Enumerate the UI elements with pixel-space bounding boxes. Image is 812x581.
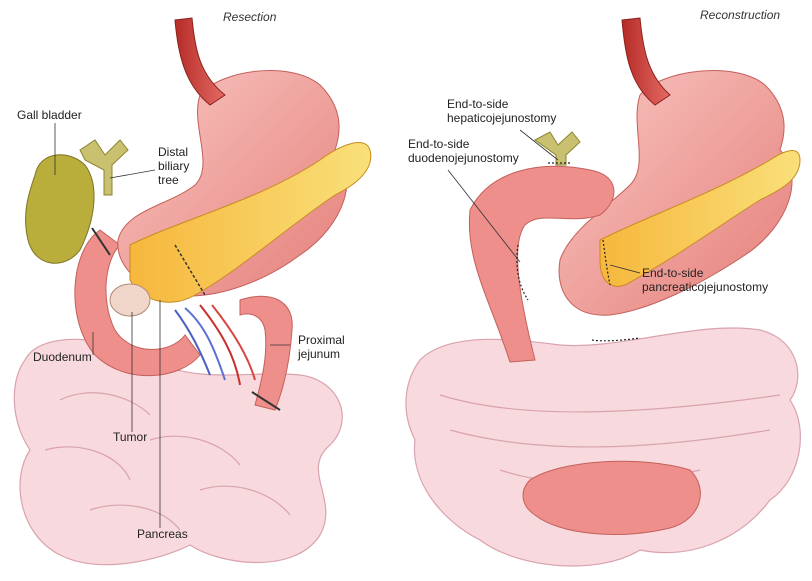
reconstruction-title: Reconstruction — [700, 8, 780, 22]
label-duodenum: Duodenum — [33, 350, 92, 364]
gallbladder-shape — [26, 155, 95, 264]
reconstruction-loop — [523, 461, 700, 534]
resection-title: Resection — [223, 10, 276, 24]
esophagus-shape-left — [175, 18, 225, 105]
label-hepaticojejunostomy: End-to-side hepaticojejunostomy — [447, 97, 556, 125]
label-pancreaticojejunostomy: End-to-side pancreaticojejunostomy — [642, 266, 768, 294]
resection-panel — [14, 18, 370, 565]
label-distal-biliary-tree: Distal biliary tree — [158, 145, 189, 187]
tumor-shape — [110, 284, 150, 316]
label-proximal-jejunum: Proximal jejunum — [298, 333, 345, 361]
label-pancreas: Pancreas — [137, 527, 188, 541]
label-duodenojejunostomy: End-to-side duodenojejunostomy — [408, 137, 519, 165]
label-gall-bladder: Gall bladder — [17, 108, 82, 122]
esophagus-shape-right — [622, 18, 670, 105]
label-tumor: Tumor — [113, 430, 147, 444]
